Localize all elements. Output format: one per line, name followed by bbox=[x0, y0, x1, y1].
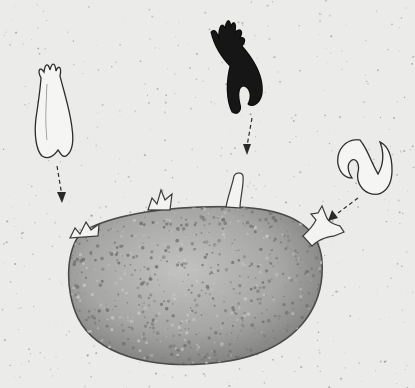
illustration-frame bbox=[0, 0, 415, 388]
illustration-canvas bbox=[0, 0, 415, 388]
